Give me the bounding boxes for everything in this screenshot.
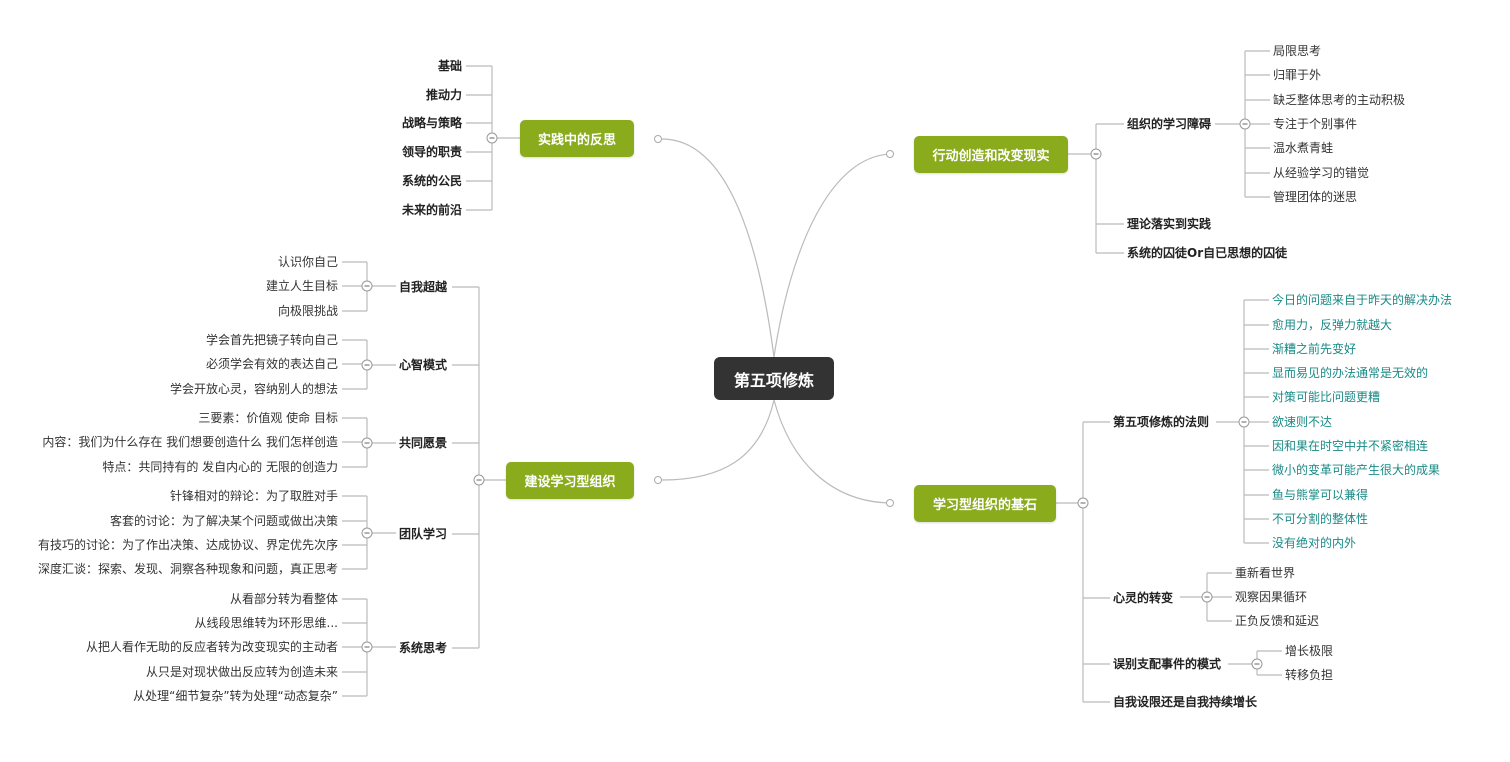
systems-item[interactable]: 从看部分转为看整体 [229, 592, 338, 606]
team-item[interactable]: 针锋相对的辩论：为了取胜对手 [169, 489, 338, 503]
topic-shared-vision[interactable]: 共同愿景 [399, 436, 448, 450]
law-item[interactable]: 微小的变革可能产生很大的成果 [1272, 463, 1441, 477]
topic-growth[interactable]: 自我设限还是自我持续增长 [1113, 695, 1258, 709]
models-item[interactable]: 必须学会有效的表达自己 [205, 357, 338, 371]
topic-systems-thinking[interactable]: 系统思考 [399, 641, 448, 655]
reflection-item[interactable]: 未来的前沿 [401, 203, 462, 217]
mastery-item[interactable]: 向极限挑战 [277, 304, 338, 318]
branch-cornerstone[interactable]: 学习型组织的基石 [914, 485, 1056, 522]
team-item[interactable]: 深度汇谈：探索、发现、洞察各种现象和问题，真正思考 [37, 562, 338, 576]
vision-item[interactable]: 三要素：价值观 使命 目标 [198, 411, 338, 425]
collapse-toggle-icon[interactable] [473, 474, 485, 486]
team-item[interactable]: 客套的讨论：为了解决某个问题或做出决策 [109, 514, 338, 528]
reflection-item[interactable]: 推动力 [425, 88, 462, 102]
law-item[interactable]: 因和果在时空中并不紧密相连 [1272, 439, 1429, 453]
barrier-item[interactable]: 归罪于外 [1273, 68, 1322, 82]
collapse-toggle-icon[interactable] [361, 641, 373, 653]
reflection-item[interactable]: 领导的职责 [401, 145, 462, 159]
topic-prisoner[interactable]: 系统的囚徒Or自已思想的囚徒 [1127, 246, 1288, 260]
law-item[interactable]: 没有绝对的内外 [1272, 536, 1357, 550]
systems-item[interactable]: 从处理“细节复杂”转为处理“动态复杂” [133, 689, 338, 703]
branch-reflection[interactable]: 实践中的反思 [520, 120, 634, 157]
collapse-toggle-icon[interactable] [1090, 148, 1102, 160]
barrier-item[interactable]: 从经验学习的错觉 [1273, 166, 1370, 180]
systems-item[interactable]: 从只是对现状做出反应转为创造未来 [145, 665, 338, 679]
law-item[interactable]: 愈用力，反弹力就越大 [1272, 318, 1393, 332]
collapse-toggle-icon[interactable] [486, 132, 498, 144]
root-to-build-line [661, 399, 775, 481]
law-item[interactable]: 鱼与熊掌可以兼得 [1272, 488, 1369, 502]
mind-item[interactable]: 观察因果循环 [1235, 590, 1308, 604]
systems-item[interactable]: 从把人看作无助的反应者转为改变现实的主动者 [85, 640, 338, 654]
mastery-item[interactable]: 建立人生目标 [265, 279, 338, 293]
branch-build[interactable]: 建设学习型组织 [506, 462, 634, 499]
root-topic[interactable]: 第五项修炼 [714, 357, 834, 400]
collapse-toggle-icon[interactable] [361, 359, 373, 371]
mastery-item[interactable]: 认识你自己 [277, 255, 338, 269]
collapse-toggle-icon[interactable] [1238, 416, 1250, 428]
topic-team-learning[interactable]: 团队学习 [399, 527, 448, 541]
law-item[interactable]: 显而易见的办法通常是无效的 [1272, 366, 1429, 380]
branch-anchor-dot [886, 150, 894, 158]
law-item[interactable]: 渐糟之前先变好 [1272, 342, 1357, 356]
collapse-toggle-icon[interactable] [1201, 591, 1213, 603]
reflection-item[interactable]: 战略与策略 [401, 116, 462, 130]
vision-item[interactable]: 特点：共同持有的 发自内心的 无限的创造力 [102, 460, 338, 474]
topic-patterns[interactable]: 误别支配事件的模式 [1113, 657, 1222, 671]
barrier-item[interactable]: 温水煮青蛙 [1273, 141, 1334, 155]
topic-personal-mastery[interactable]: 自我超越 [399, 280, 448, 294]
topic-learning-barriers[interactable]: 组织的学习障碍 [1127, 117, 1212, 131]
vision-item[interactable]: 内容：我们为什么存在 我们想要创造什么 我们怎样创造 [42, 435, 338, 449]
root-to-cornerstone-line [773, 399, 894, 504]
mind-item[interactable]: 正负反馈和延迟 [1235, 614, 1320, 628]
reflection-item[interactable]: 系统的公民 [401, 174, 462, 188]
barrier-item[interactable]: 管理团体的迷思 [1273, 190, 1358, 204]
law-item[interactable]: 欲速则不达 [1272, 415, 1333, 429]
law-item[interactable]: 不可分割的整体性 [1272, 512, 1369, 526]
reflection-item[interactable]: 基础 [437, 59, 462, 73]
law-item[interactable]: 今日的问题来自于昨天的解决办法 [1272, 293, 1453, 307]
law-item[interactable]: 对策可能比问题更糟 [1272, 390, 1381, 404]
team-item[interactable]: 有技巧的讨论：为了作出决策、达成协议、界定优先次序 [37, 538, 338, 552]
collapse-toggle-icon[interactable] [361, 527, 373, 539]
pattern-item[interactable]: 转移负担 [1285, 668, 1334, 682]
models-item[interactable]: 学会开放心灵，容纳别人的想法 [169, 382, 338, 396]
collapse-toggle-icon[interactable] [1251, 658, 1263, 670]
models-item[interactable]: 学会首先把镜子转向自己 [205, 333, 338, 347]
collapse-toggle-icon[interactable] [1077, 497, 1089, 509]
collapse-toggle-icon[interactable] [1239, 118, 1251, 130]
mind-item[interactable]: 重新看世界 [1235, 566, 1296, 580]
root-to-reflection-line [661, 138, 775, 358]
barrier-item[interactable]: 局限思考 [1273, 44, 1322, 58]
topic-mental-models[interactable]: 心智模式 [399, 358, 448, 372]
topic-theory-to-practice[interactable]: 理论落实到实践 [1127, 217, 1212, 231]
barrier-item[interactable]: 缺乏整体思考的主动积极 [1273, 93, 1406, 107]
branch-anchor-dot [654, 476, 662, 484]
branch-anchor-dot [886, 499, 894, 507]
topic-laws[interactable]: 第五项修炼的法则 [1113, 415, 1210, 429]
collapse-toggle-icon[interactable] [361, 280, 373, 292]
systems-item[interactable]: 从线段思维转为环形思维... [194, 616, 338, 630]
branch-anchor-dot [654, 135, 662, 143]
barrier-item[interactable]: 专注于个别事件 [1273, 117, 1358, 131]
root-to-action-line [773, 153, 894, 358]
pattern-item[interactable]: 增长极限 [1285, 644, 1334, 658]
collapse-toggle-icon[interactable] [361, 437, 373, 449]
branch-action[interactable]: 行动创造和改变现实 [914, 136, 1068, 173]
topic-mind-shift[interactable]: 心灵的转变 [1113, 591, 1174, 605]
